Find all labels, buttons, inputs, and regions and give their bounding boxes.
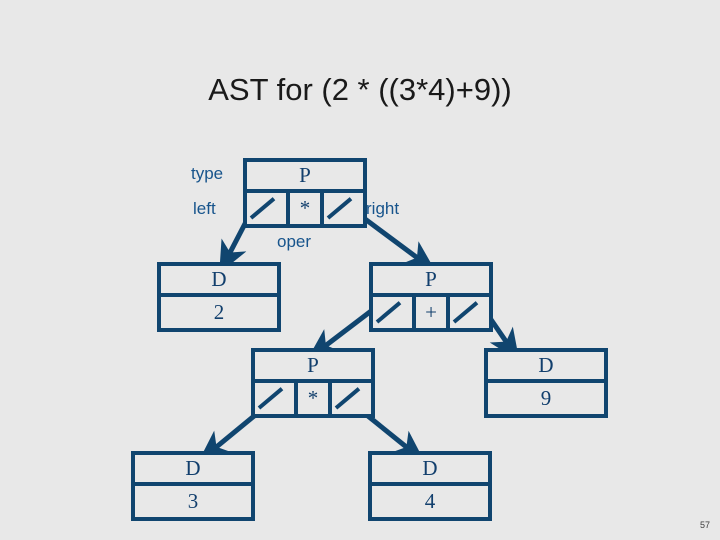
node-root-right-pointer[interactable] xyxy=(324,193,363,224)
node-root[interactable]: P * xyxy=(243,158,367,228)
node-root-left-pointer[interactable] xyxy=(247,193,286,224)
edge-root-right xyxy=(359,213,436,272)
node-right-plus[interactable]: P + xyxy=(369,262,493,332)
node-left-2-type: D xyxy=(161,266,277,297)
node-leaf-3-value: 3 xyxy=(187,489,199,513)
node-left-2-value: 2 xyxy=(213,300,225,324)
label-left: left xyxy=(193,199,216,218)
node-root-oper: * xyxy=(285,193,325,224)
node-mul-34[interactable]: P * xyxy=(251,348,375,418)
label-type: type xyxy=(191,164,224,183)
node-leaf-4[interactable]: D 4 xyxy=(368,451,492,521)
label-oper: oper xyxy=(277,232,312,251)
page-number: 57 xyxy=(699,520,710,530)
node-right-plus-fields: + xyxy=(373,297,489,328)
node-root-type: P xyxy=(247,162,363,193)
node-right-plus-type: P xyxy=(373,266,489,297)
node-left-2[interactable]: D 2 xyxy=(157,262,281,332)
node-mul-34-fields: * xyxy=(255,383,371,414)
node-root-fields: * xyxy=(247,193,363,224)
node-leaf-3-type: D xyxy=(135,455,251,486)
node-leaf-3[interactable]: D 3 xyxy=(131,451,255,521)
node-right-plus-right-pointer[interactable] xyxy=(450,297,489,328)
node-mul-34-right-pointer[interactable] xyxy=(332,383,371,414)
page-title: AST for (2 * ((3*4)+9)) xyxy=(208,72,512,107)
node-right-plus-left-pointer[interactable] xyxy=(373,297,412,328)
node-leaf-9[interactable]: D 9 xyxy=(484,348,608,418)
node-mul-34-oper: * xyxy=(293,383,333,414)
node-mul-34-type: P xyxy=(255,352,371,383)
node-leaf-9-value: 9 xyxy=(540,386,552,410)
node-leaf-4-value: 4 xyxy=(424,489,436,513)
node-leaf-9-type: D xyxy=(488,352,604,383)
label-right: right xyxy=(366,199,400,218)
node-mul-34-left-pointer[interactable] xyxy=(255,383,294,414)
node-leaf-4-type: D xyxy=(372,455,488,486)
node-right-plus-oper: + xyxy=(411,297,451,328)
